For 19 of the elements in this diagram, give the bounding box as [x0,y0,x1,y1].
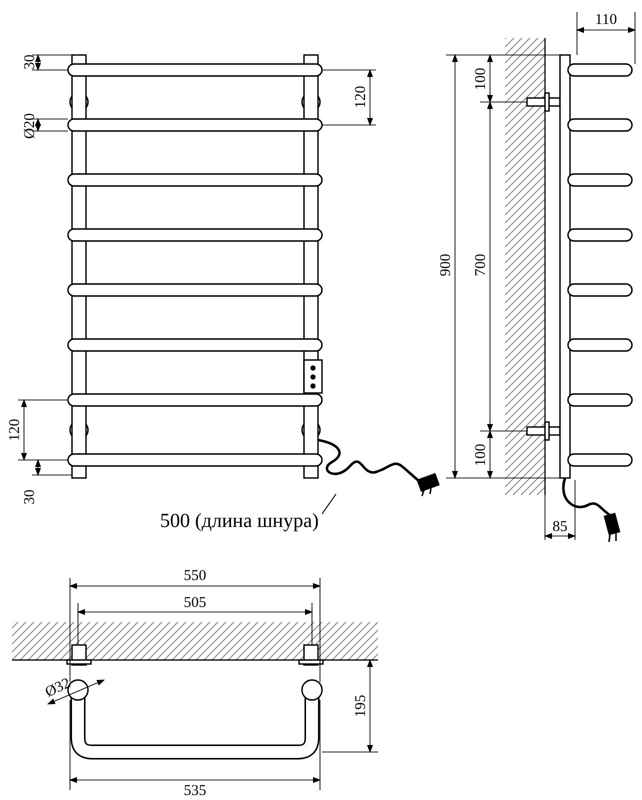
dimension-label: 505 [184,595,206,611]
dimension-label: 120 [353,86,369,108]
dimension-label: 195 [353,694,369,718]
callout-text: 500 (длина шнура) [160,510,319,533]
dimension-label: 85 [552,519,568,535]
power-cord-drawing [318,438,440,497]
dimension-label: 900 [438,254,454,276]
dimension-label: 110 [595,12,617,28]
leader-line [322,494,336,514]
dimension-label: 700 [473,254,489,276]
dimension-label: 30 [22,490,38,504]
dimension-label: 550 [184,568,206,584]
dimension-label: 120 [7,418,23,442]
dimension-label: 30 [22,54,38,70]
dimension-label: 535 [184,783,206,799]
dimension-label: 100 [473,68,489,90]
dimension-label: 100 [473,444,489,466]
dimension-label: Ø32 [42,675,74,701]
dimension-label: Ø20 [22,113,38,139]
